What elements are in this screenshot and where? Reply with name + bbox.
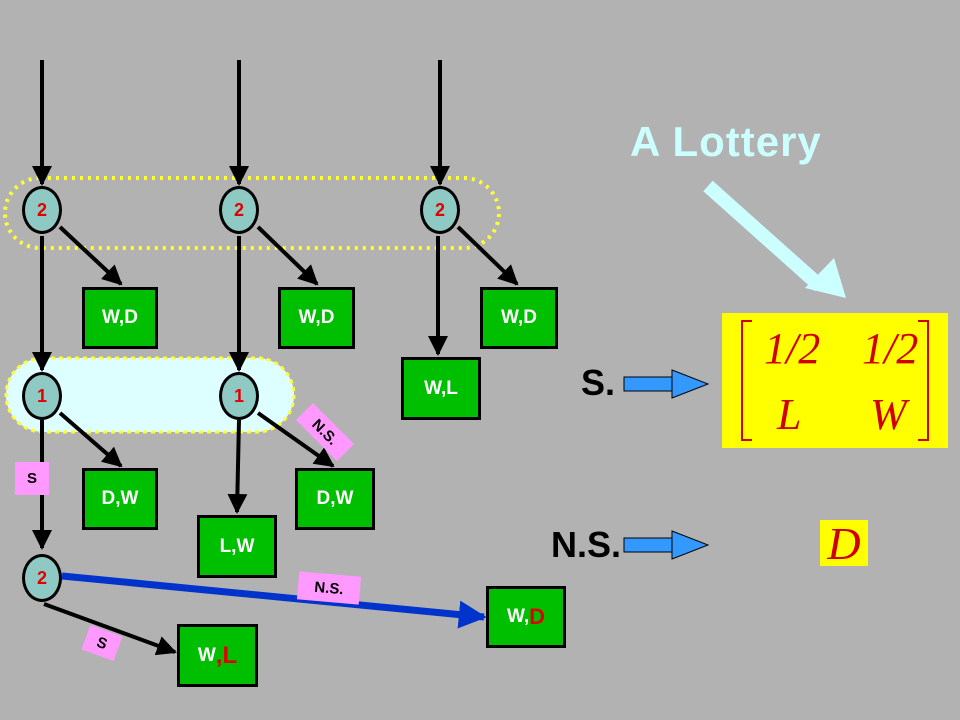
matrix-brackets	[741, 320, 929, 441]
blue-arrow-to-wD	[61, 572, 487, 629]
edge-mid1-dw	[58, 411, 123, 468]
player1-information-set	[4, 356, 296, 434]
lottery-pointer-arrowhead	[805, 258, 846, 298]
edge-top2-wd	[256, 225, 319, 286]
outcome-wd-3: W,D	[480, 287, 558, 349]
player2-node-bottom: 2	[22, 554, 62, 602]
outcome-wd-2: W,D	[278, 287, 355, 349]
legend-arrow-s	[623, 369, 710, 399]
legend-s-label: S.	[581, 362, 616, 403]
outcome-wL: W,L	[177, 624, 258, 687]
outcome-wl: W,L	[401, 357, 481, 420]
edge-bottom-wL	[43, 602, 177, 656]
edge-top1-wd	[58, 225, 123, 286]
player2-node-2: 2	[219, 186, 259, 234]
player1-node-1: 1	[22, 372, 62, 420]
outcome-wL-prefix: W	[197, 644, 216, 666]
lottery-outcome-1: L	[777, 390, 802, 439]
edge-mid2-dw	[256, 411, 335, 468]
outcome-wD-red: D	[529, 604, 546, 629]
legend-ns-label: N.S.	[551, 524, 622, 565]
lottery-outcome-2: W	[870, 390, 907, 439]
outcome-dw-1: D,W	[82, 468, 158, 530]
outcome-lw: L,W	[197, 515, 277, 578]
edge-top3-wd	[456, 225, 519, 286]
edge-label-s-left: S	[15, 462, 49, 495]
outcome-wD: W,D	[486, 586, 566, 648]
edge-label-ns-blue: N.S.	[296, 571, 362, 605]
lottery-title: A Lottery	[630, 118, 822, 165]
outcome-dw-2: D,W	[295, 468, 375, 530]
legend-arrow-ns	[623, 530, 710, 560]
player2-node-3: 2	[420, 186, 460, 234]
player2-node-1: 2	[22, 186, 62, 234]
outcome-wd-1: W,D	[82, 287, 158, 349]
outcome-wD-prefix: W,	[506, 606, 530, 627]
player2-information-set	[3, 176, 501, 250]
deterministic-outcome: D	[820, 518, 868, 569]
edge-mid2-lw	[227, 419, 248, 514]
lottery-prob-1: 1/2	[764, 324, 821, 373]
lottery-matrix: 1/2 1/2 L W	[722, 313, 948, 448]
player1-node-2: 1	[219, 372, 259, 420]
outcome-wL-red: ,L	[215, 641, 238, 669]
lottery-pointer-arrow	[703, 180, 825, 292]
lottery-prob-2: 1/2	[862, 324, 919, 373]
